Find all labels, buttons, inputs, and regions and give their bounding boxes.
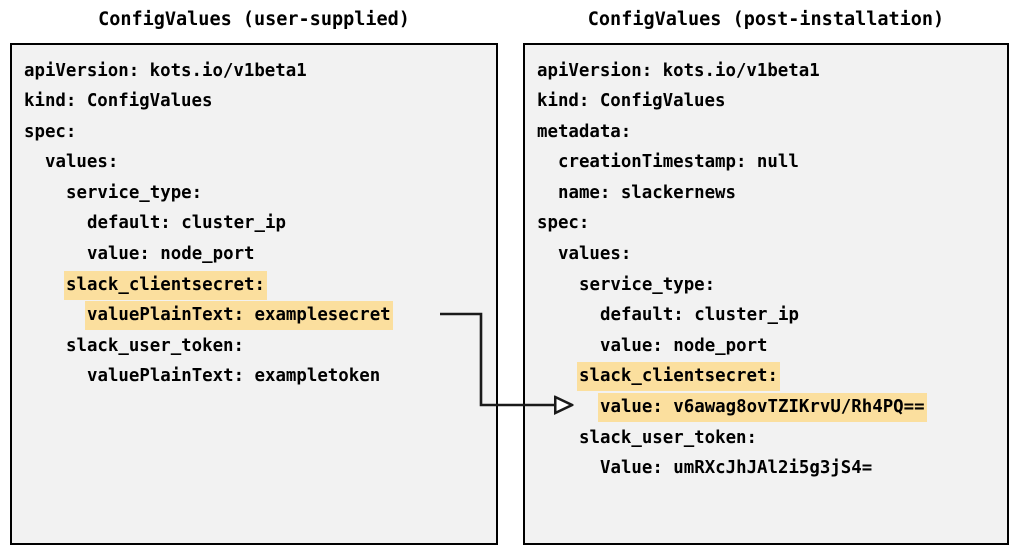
- left-code-block: apiVersion: kots.io/v1beta1 kind: ConfigV…: [12, 45, 496, 393]
- code-text: apiVersion: kots.io/v1beta1: [24, 60, 307, 81]
- left-config-values-panel: apiVersion: kots.io/v1beta1 kind: ConfigV…: [10, 43, 498, 545]
- code-line: values:: [525, 240, 1007, 271]
- code-line: valuePlainText: examplesecret: [12, 301, 496, 332]
- code-line: apiVersion: kots.io/v1beta1: [12, 56, 496, 87]
- code-line: service_type:: [12, 178, 496, 209]
- code-line: apiVersion: kots.io/v1beta1: [525, 56, 1007, 87]
- code-line: metadata:: [525, 117, 1007, 148]
- code-line: spec:: [12, 117, 496, 148]
- code-line: spec:: [525, 209, 1007, 240]
- highlighted-code-text: value: v6awag8ovTZIKrvU/Rh4PQ==: [598, 393, 927, 423]
- right-panel-title: ConfigValues (post-installation): [587, 9, 945, 30]
- code-text: name: slackernews: [558, 182, 736, 203]
- code-text: default: cluster_ip: [87, 213, 286, 234]
- code-line: slack_clientsecret:: [12, 270, 496, 301]
- code-line: default: cluster_ip: [525, 301, 1007, 332]
- code-text: values:: [558, 244, 632, 265]
- code-line: kind: ConfigValues: [525, 87, 1007, 118]
- code-text: kind: ConfigValues: [24, 91, 213, 112]
- code-line: slack_clientsecret:: [525, 362, 1007, 393]
- code-line: Value: umRXcJhJAl2i5g3jS4=: [525, 454, 1007, 485]
- code-text: metadata:: [537, 121, 632, 142]
- code-line: slack_user_token:: [525, 423, 1007, 454]
- code-text: service_type:: [66, 182, 203, 203]
- code-line: value: node_port: [12, 240, 496, 271]
- code-line: creationTimestamp: null: [525, 148, 1007, 179]
- right-config-values-panel: apiVersion: kots.io/v1beta1 kind: ConfigV…: [523, 43, 1009, 545]
- code-text: service_type:: [579, 274, 716, 295]
- left-panel-title: ConfigValues (user-supplied): [98, 9, 410, 30]
- code-text: creationTimestamp: null: [558, 152, 799, 173]
- code-text: valuePlainText: exampletoken: [87, 366, 381, 387]
- code-text: apiVersion: kots.io/v1beta1: [537, 60, 820, 81]
- code-text: value: node_port: [600, 335, 768, 356]
- code-line: value: v6awag8ovTZIKrvU/Rh4PQ==: [525, 393, 1007, 424]
- highlighted-code-text: slack_clientsecret:: [64, 270, 267, 300]
- code-text: Value: umRXcJhJAl2i5g3jS4=: [600, 458, 873, 479]
- code-text: values:: [45, 152, 119, 173]
- code-text: spec:: [24, 121, 77, 142]
- code-line: slack_user_token:: [12, 331, 496, 362]
- code-text: kind: ConfigValues: [537, 91, 726, 112]
- code-text: slack_user_token:: [579, 427, 757, 448]
- code-line: service_type:: [525, 270, 1007, 301]
- code-text: spec:: [537, 213, 590, 234]
- code-line: kind: ConfigValues: [12, 87, 496, 118]
- code-text: slack_user_token:: [66, 335, 244, 356]
- code-text: default: cluster_ip: [600, 305, 799, 326]
- code-line: valuePlainText: exampletoken: [12, 362, 496, 393]
- code-text: value: node_port: [87, 244, 255, 265]
- code-line: default: cluster_ip: [12, 209, 496, 240]
- highlighted-code-text: slack_clientsecret:: [577, 362, 780, 392]
- code-line: value: node_port: [525, 331, 1007, 362]
- code-line: name: slackernews: [525, 178, 1007, 209]
- code-line: values:: [12, 148, 496, 179]
- highlighted-code-text: valuePlainText: examplesecret: [85, 301, 393, 331]
- right-code-block: apiVersion: kots.io/v1beta1 kind: ConfigV…: [525, 45, 1007, 484]
